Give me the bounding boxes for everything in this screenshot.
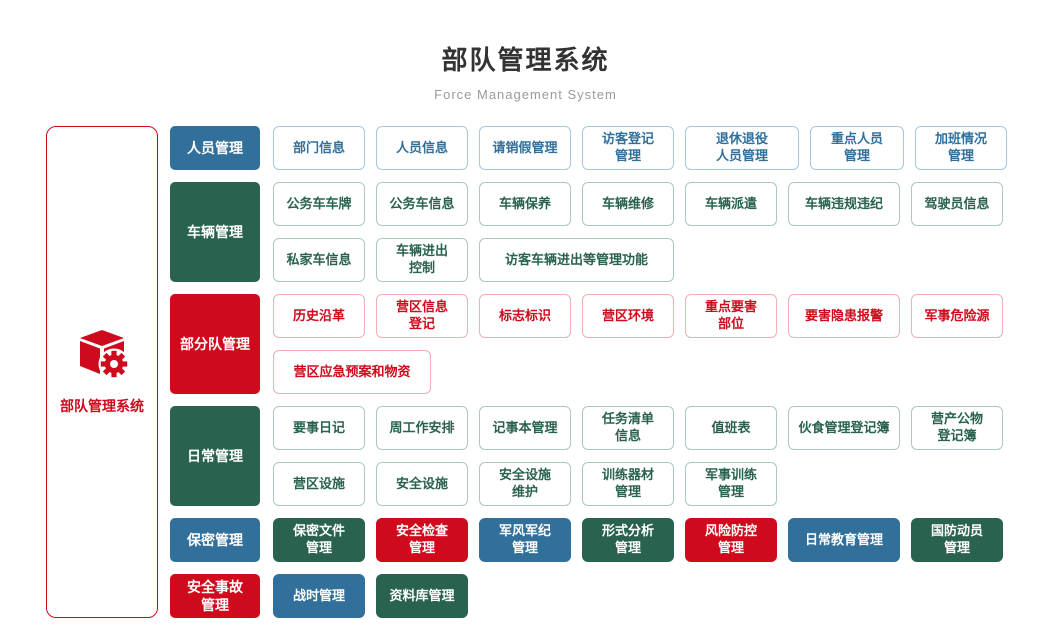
item-line: 公务车车牌公务车信息车辆保养车辆维修车辆派遣车辆违规违纪驾驶员信息 [273, 182, 1003, 226]
category-lines: 要事日记周工作安排记事本管理任务清单 信息值班表伙食管理登记簿营产公物 登记簿营… [273, 406, 1003, 506]
category-box: 安全事故 管理 [170, 574, 260, 618]
item-box: 安全设施 [376, 462, 468, 506]
item-box: 车辆派遣 [685, 182, 777, 226]
module-rows: 人员管理部门信息人员信息请销假管理访客登记 管理退休退役 人员管理重点人员 管理… [170, 126, 1007, 618]
system-diagram: 部队管理系统 人员管理部门信息人员信息请销假管理访客登记 管理退休退役 人员管理… [46, 126, 1051, 618]
item-box: 国防动员 管理 [911, 518, 1003, 562]
item-box: 车辆维修 [582, 182, 674, 226]
item-box: 营产公物 登记簿 [911, 406, 1003, 450]
root-system-box: 部队管理系统 [46, 126, 158, 618]
item-box: 访客登记 管理 [582, 126, 674, 170]
item-box: 公务车信息 [376, 182, 468, 226]
item-line: 营区设施安全设施安全设施 维护训练器材 管理军事训练 管理 [273, 462, 1003, 506]
item-box: 车辆进出 控制 [376, 238, 468, 282]
item-box: 军事训练 管理 [685, 462, 777, 506]
item-box: 退休退役 人员管理 [685, 126, 799, 170]
item-box: 军事危险源 [911, 294, 1003, 338]
item-line: 保密文件 管理安全检查 管理军风军纪 管理形式分析 管理风险防控 管理日常教育管… [273, 518, 1003, 562]
cube-gear-icon [75, 329, 130, 384]
item-line: 私家车信息车辆进出 控制访客车辆进出等管理功能 [273, 238, 1003, 282]
module-row: 人员管理部门信息人员信息请销假管理访客登记 管理退休退役 人员管理重点人员 管理… [170, 126, 1007, 170]
item-box: 车辆违规违纪 [788, 182, 900, 226]
module-row: 安全事故 管理战时管理资料库管理 [170, 574, 1007, 618]
item-box: 加班情况 管理 [915, 126, 1007, 170]
root-system-label: 部队管理系统 [60, 397, 144, 414]
item-box: 访客车辆进出等管理功能 [479, 238, 674, 282]
item-box: 训练器材 管理 [582, 462, 674, 506]
item-box: 营区设施 [273, 462, 365, 506]
category-lines: 公务车车牌公务车信息车辆保养车辆维修车辆派遣车辆违规违纪驾驶员信息私家车信息车辆… [273, 182, 1003, 282]
item-line: 营区应急预案和物资 [273, 350, 1003, 394]
category-box: 人员管理 [170, 126, 260, 170]
category-box: 车辆管理 [170, 182, 260, 282]
module-row: 部分队管理历史沿革营区信息 登记标志标识营区环境重点要害 部位要害隐患报警军事危… [170, 294, 1007, 394]
item-box: 安全设施 维护 [479, 462, 571, 506]
item-box: 记事本管理 [479, 406, 571, 450]
page-title: 部队管理系统 [441, 45, 610, 75]
item-box: 军风军纪 管理 [479, 518, 571, 562]
item-line: 要事日记周工作安排记事本管理任务清单 信息值班表伙食管理登记簿营产公物 登记簿 [273, 406, 1003, 450]
item-line: 历史沿革营区信息 登记标志标识营区环境重点要害 部位要害隐患报警军事危险源 [273, 294, 1003, 338]
item-box: 战时管理 [273, 574, 365, 618]
category-lines: 保密文件 管理安全检查 管理军风军纪 管理形式分析 管理风险防控 管理日常教育管… [273, 518, 1003, 562]
item-line: 战时管理资料库管理 [273, 574, 468, 618]
module-row: 日常管理要事日记周工作安排记事本管理任务清单 信息值班表伙食管理登记簿营产公物 … [170, 406, 1007, 506]
item-box: 日常教育管理 [788, 518, 900, 562]
item-box: 资料库管理 [376, 574, 468, 618]
item-box: 人员信息 [376, 126, 468, 170]
item-box: 车辆保养 [479, 182, 571, 226]
item-box: 营区环境 [582, 294, 674, 338]
item-box: 私家车信息 [273, 238, 365, 282]
module-row: 车辆管理公务车车牌公务车信息车辆保养车辆维修车辆派遣车辆违规违纪驾驶员信息私家车… [170, 182, 1007, 282]
item-box: 营区信息 登记 [376, 294, 468, 338]
item-box: 要害隐患报警 [788, 294, 900, 338]
item-line: 部门信息人员信息请销假管理访客登记 管理退休退役 人员管理重点人员 管理加班情况… [273, 126, 1007, 170]
page: 部队管理系统 Force Management System [0, 0, 1051, 618]
item-box: 任务清单 信息 [582, 406, 674, 450]
item-box: 标志标识 [479, 294, 571, 338]
item-box: 周工作安排 [376, 406, 468, 450]
category-box: 部分队管理 [170, 294, 260, 394]
category-box: 日常管理 [170, 406, 260, 506]
item-box: 营区应急预案和物资 [273, 350, 431, 394]
module-row: 保密管理保密文件 管理安全检查 管理军风军纪 管理形式分析 管理风险防控 管理日… [170, 518, 1007, 562]
category-lines: 历史沿革营区信息 登记标志标识营区环境重点要害 部位要害隐患报警军事危险源营区应… [273, 294, 1003, 394]
item-box: 要事日记 [273, 406, 365, 450]
item-box: 保密文件 管理 [273, 518, 365, 562]
category-lines: 部门信息人员信息请销假管理访客登记 管理退休退役 人员管理重点人员 管理加班情况… [273, 126, 1007, 170]
item-box: 公务车车牌 [273, 182, 365, 226]
item-box: 请销假管理 [479, 126, 571, 170]
item-box: 形式分析 管理 [582, 518, 674, 562]
item-box: 值班表 [685, 406, 777, 450]
item-box: 部门信息 [273, 126, 365, 170]
item-box: 重点人员 管理 [810, 126, 904, 170]
page-subtitle: Force Management System [434, 87, 617, 102]
item-box: 安全检查 管理 [376, 518, 468, 562]
category-box: 保密管理 [170, 518, 260, 562]
item-box: 驾驶员信息 [911, 182, 1003, 226]
item-box: 伙食管理登记簿 [788, 406, 900, 450]
page-header: 部队管理系统 Force Management System [0, 0, 1051, 102]
item-box: 重点要害 部位 [685, 294, 777, 338]
category-lines: 战时管理资料库管理 [273, 574, 468, 618]
item-box: 风险防控 管理 [685, 518, 777, 562]
item-box: 历史沿革 [273, 294, 365, 338]
